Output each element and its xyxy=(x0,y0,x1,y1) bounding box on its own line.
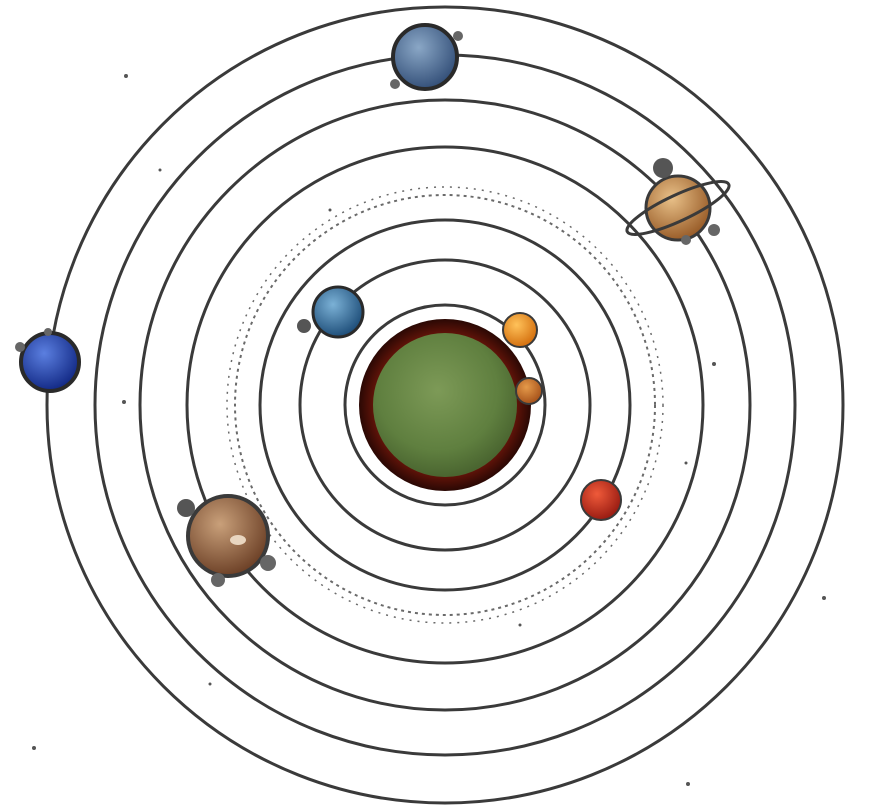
sun xyxy=(359,319,531,491)
jupiter-moon-1 xyxy=(177,499,195,517)
jupiter-moon-3 xyxy=(211,573,225,587)
jupiter-moon-2 xyxy=(260,555,276,571)
earth-planet xyxy=(297,285,365,339)
venus-planet xyxy=(515,377,543,405)
asteroid-belt xyxy=(226,186,664,624)
uranus-moon-1 xyxy=(453,31,463,41)
orbit-ring-4 xyxy=(185,145,705,665)
orbit-ring-2 xyxy=(298,258,592,552)
uranus-planet xyxy=(390,23,463,91)
orbit-ring-5 xyxy=(138,98,752,712)
orbit-ring-1 xyxy=(343,303,547,507)
saturn-moon-3 xyxy=(681,235,691,245)
saturn-planet xyxy=(625,158,731,245)
jupiter-planet xyxy=(177,494,276,587)
earth-moon xyxy=(297,319,311,333)
orbit-ring-7 xyxy=(45,5,845,805)
uranus-moon-2 xyxy=(390,79,400,89)
background-specks xyxy=(32,74,826,786)
saturn-moon-2 xyxy=(708,224,720,236)
neptune-planet xyxy=(15,328,81,393)
neptune-moon-2 xyxy=(44,328,52,336)
mars-planet xyxy=(580,479,622,521)
saturn-moon-1 xyxy=(653,158,673,178)
orbit-ring-3 xyxy=(258,218,632,592)
neptune-moon-1 xyxy=(15,342,25,352)
orbit-rings xyxy=(45,5,845,805)
mercury-planet xyxy=(502,312,538,348)
